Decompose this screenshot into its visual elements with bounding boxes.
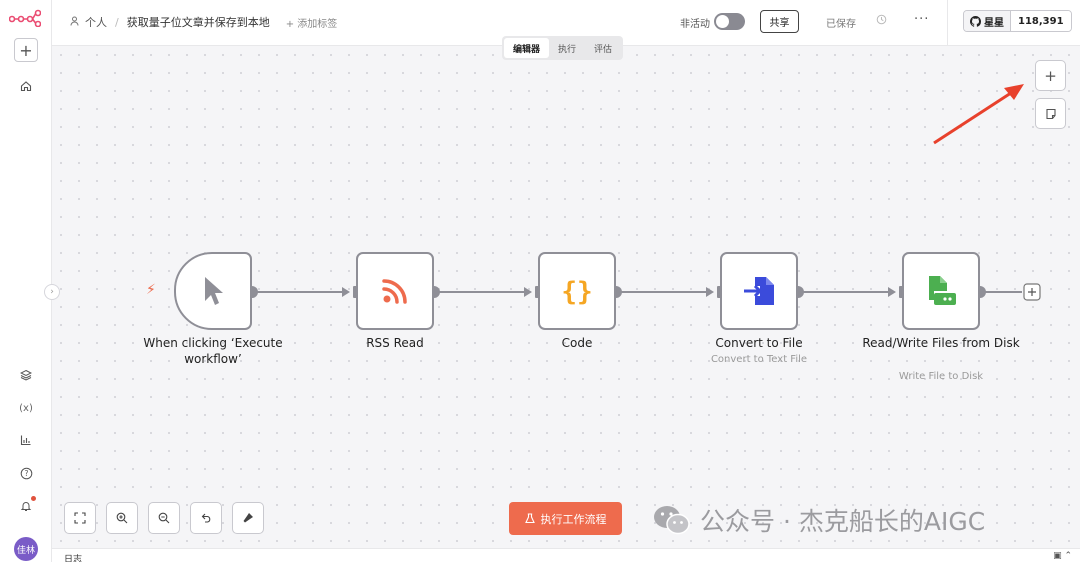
- variables-icon[interactable]: (x): [19, 402, 33, 414]
- node-code[interactable]: {}: [538, 252, 616, 330]
- node-manual-trigger[interactable]: [174, 252, 252, 330]
- create-plus-icon[interactable]: +: [14, 38, 38, 62]
- end-add-node-plus-icon[interactable]: [1023, 283, 1041, 301]
- github-icon: [970, 15, 981, 27]
- n8n-logo-icon[interactable]: [9, 9, 41, 27]
- add-tag-link[interactable]: + 添加标签: [285, 18, 338, 30]
- disk-file-icon: [929, 276, 956, 305]
- left-sidebar: + (x) ? 佳林: [0, 0, 52, 562]
- code-braces-icon: {}: [561, 277, 592, 307]
- watermark: 公众号 · 杰克船长的AIGC: [652, 502, 985, 538]
- canvas-controls: [64, 502, 264, 534]
- active-toggle[interactable]: [714, 13, 745, 30]
- workflow-canvas[interactable]: 编辑器 执行 评估 +: [52, 36, 1080, 548]
- execute-workflow-label: 执行工作流程: [540, 512, 607, 526]
- node-label: RSS Read: [366, 336, 424, 350]
- editor-tabs: 编辑器 执行 评估: [502, 36, 624, 60]
- node-label: Code: [561, 336, 593, 350]
- sidebar-collapse-chevron-icon[interactable]: ›: [44, 284, 60, 300]
- inactive-status-label: 非活动: [680, 19, 710, 30]
- svg-text:?: ?: [24, 469, 28, 478]
- arrowhead: [524, 287, 532, 297]
- fit-view-icon[interactable]: [64, 502, 96, 534]
- undo-icon[interactable]: [190, 502, 222, 534]
- add-node-plus-icon[interactable]: +: [1035, 60, 1066, 91]
- home-icon[interactable]: [14, 74, 38, 98]
- node-rss-read[interactable]: [356, 252, 434, 330]
- node-label: Convert to File: [715, 336, 803, 350]
- notification-dot: [31, 496, 36, 501]
- arrowhead: [706, 287, 714, 297]
- saved-status: 已保存: [826, 19, 856, 30]
- breadcrumb: 个人 / 获取量子位文章并保存到本地 + 添加标签: [70, 14, 337, 30]
- github-star-count: 118,391: [1011, 11, 1071, 31]
- share-button[interactable]: 共享: [760, 10, 799, 33]
- github-star-label: 星星: [984, 17, 1004, 29]
- convert-file-icon: [744, 277, 774, 305]
- node-convert-to-file[interactable]: [720, 252, 798, 330]
- rss-icon: [382, 279, 407, 304]
- tidy-up-brush-icon[interactable]: [232, 502, 264, 534]
- more-options-icon[interactable]: ···: [914, 12, 930, 27]
- panel-toggle-icon[interactable]: ▣ ⌃: [1053, 551, 1072, 561]
- cursor-icon: [205, 277, 223, 305]
- svg-text:{}: {}: [561, 277, 592, 307]
- user-avatar[interactable]: 佳林: [14, 537, 38, 561]
- person-icon: [70, 16, 79, 29]
- log-label: 日志: [64, 555, 83, 562]
- wechat-logo-icon: [654, 506, 690, 535]
- arrowhead: [342, 287, 350, 297]
- trigger-bolt-icon: ⚡: [146, 282, 156, 298]
- header-divider: [947, 0, 948, 46]
- tab-executions[interactable]: 执行: [558, 45, 577, 55]
- breadcrumb-owner[interactable]: 个人: [85, 16, 107, 29]
- tab-editor[interactable]: 编辑器: [504, 38, 550, 58]
- flask-icon: [524, 513, 535, 524]
- github-star-button[interactable]: 星星 118,391: [963, 10, 1072, 32]
- notifications-bell-icon[interactable]: [14, 494, 38, 518]
- insights-chart-icon[interactable]: [14, 428, 38, 452]
- help-icon[interactable]: ?: [14, 461, 38, 485]
- annotation-arrow: [933, 84, 1024, 145]
- node-subtitle: Write File to Disk: [898, 371, 984, 382]
- templates-layers-icon[interactable]: [14, 363, 38, 387]
- sticky-note-icon[interactable]: [1035, 98, 1066, 129]
- zoom-out-icon[interactable]: [148, 502, 180, 534]
- node-label: Read/Write Files from Disk: [862, 336, 1020, 350]
- arrowhead: [888, 287, 896, 297]
- workflow-title[interactable]: 获取量子位文章并保存到本地: [126, 16, 270, 29]
- tab-evaluations[interactable]: 评估: [594, 45, 613, 55]
- breadcrumb-separator: /: [115, 15, 119, 29]
- execute-workflow-button[interactable]: 执行工作流程: [509, 502, 622, 535]
- watermark-text: 公众号 · 杰克船长的AIGC: [700, 507, 986, 536]
- node-read-write-files[interactable]: [902, 252, 980, 330]
- github-star[interactable]: 星星: [964, 11, 1011, 31]
- zoom-in-icon[interactable]: [106, 502, 138, 534]
- log-panel-bar[interactable]: 日志 ▣ ⌃: [52, 548, 1080, 562]
- history-icon[interactable]: [876, 14, 887, 28]
- node-label: When clicking ‘Execute workflow’: [143, 336, 283, 367]
- node-subtitle: Convert to Text File: [710, 354, 808, 365]
